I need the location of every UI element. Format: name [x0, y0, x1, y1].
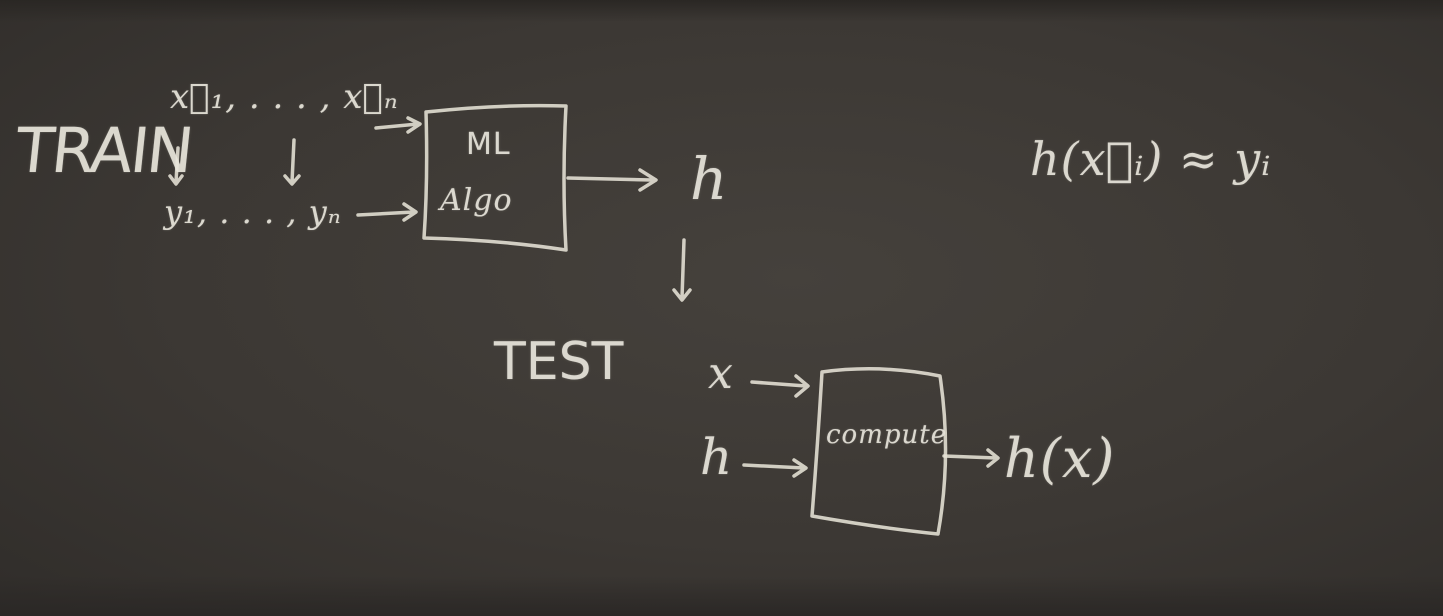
train-inputs-y: y₁, . . . , yₙ	[164, 193, 342, 231]
approx-formula: h(x⃗ᵢ) ≈ yᵢ	[1030, 132, 1272, 186]
train-inputs-x: x⃗₁, . . . , x⃗ₙ	[170, 77, 399, 117]
arrow-compute-to-output	[942, 448, 1000, 468]
output-hx: h(x)	[1004, 427, 1116, 490]
hypothesis-h: h	[690, 145, 729, 213]
test-input-x: x	[708, 348, 734, 399]
compute-box-label: compute	[826, 420, 948, 450]
test-label: TEST	[494, 332, 624, 392]
arrow-ml-to-h	[566, 168, 658, 192]
arrow-x-to-compute	[750, 374, 810, 398]
arrow-x-to-ml	[374, 116, 422, 134]
arrow-h-to-compute	[742, 458, 808, 478]
ml-box-line1: ML	[466, 127, 511, 162]
ml-algo-box	[422, 103, 568, 252]
train-label: TRAIN	[12, 114, 196, 187]
arrow-y-to-ml	[356, 202, 418, 222]
down-arrow-h-to-test	[672, 238, 692, 302]
test-input-h: h	[700, 428, 734, 486]
ml-box-line2: Algo	[440, 183, 513, 218]
compute-box	[810, 367, 948, 536]
down-arrow-xn-yn	[283, 138, 301, 186]
down-arrow-x1-y1	[168, 146, 184, 186]
